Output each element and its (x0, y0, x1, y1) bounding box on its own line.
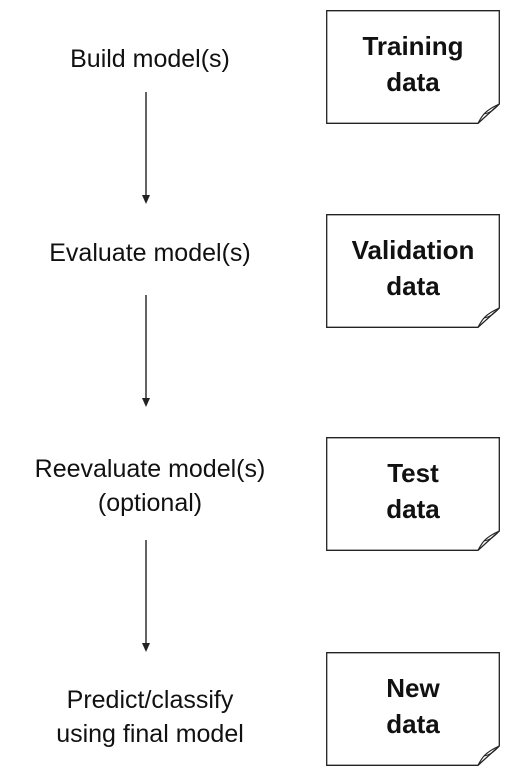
dataset-training: Training data (326, 10, 500, 124)
document-icon (326, 214, 500, 328)
dataset-validation: Validation data (326, 214, 500, 328)
arrow-down-icon (142, 540, 150, 652)
step-build-models: Build model(s) (0, 42, 300, 76)
step-evaluate-models: Evaluate model(s) (0, 236, 300, 270)
document-icon (326, 10, 500, 124)
step-predict-classify: Predict/classify using final model (0, 683, 300, 751)
dataset-label: Test data (326, 437, 500, 527)
dataset-label: New data (326, 652, 500, 742)
dataset-label-line: data (386, 709, 440, 739)
step-label-line: Build model(s) (70, 45, 230, 73)
dataset-label-line: New (386, 673, 440, 703)
dataset-label-line: Validation (351, 235, 475, 265)
document-icon (326, 652, 500, 766)
arrow-down-icon (142, 92, 150, 204)
step-reevaluate-models: Reevaluate model(s) (optional) (0, 452, 300, 520)
dataset-label-line: data (386, 271, 440, 301)
document-icon (326, 437, 500, 551)
flow-arrow (137, 92, 157, 206)
dataset-test: Test data (326, 437, 500, 551)
step-label-line: Evaluate model(s) (49, 239, 251, 267)
dataset-new: New data (326, 652, 500, 766)
dataset-label-line: data (386, 67, 440, 97)
dataset-label: Training data (326, 10, 500, 100)
dataset-label-line: data (386, 494, 440, 524)
step-label-line: (optional) (97, 489, 203, 517)
step-label-line: Predict/classify (66, 686, 234, 714)
flow-arrow (137, 540, 157, 654)
step-label-line: Reevaluate model(s) (34, 455, 266, 483)
dataset-label-line: Training (362, 31, 464, 61)
dataset-label-line: Test (387, 458, 439, 488)
flow-arrow (137, 295, 157, 409)
dataset-label: Validation data (326, 214, 500, 304)
arrow-down-icon (142, 295, 150, 407)
step-label-line: using final model (56, 720, 244, 748)
